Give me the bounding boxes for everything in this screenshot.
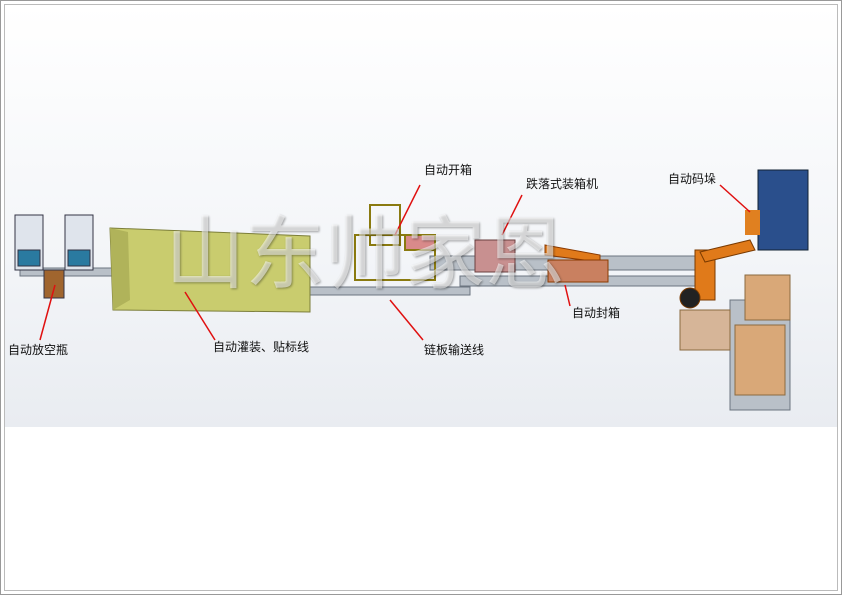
case-packer [474,239,516,273]
label-case-sealer: 自动封箱 [572,306,621,320]
label-palletizer: 自动码垛 [668,172,717,186]
watermark: 山东帅家恩 [165,208,565,301]
label-chain-conveyor: 链板输送线 [424,343,485,357]
label-filling-labeling: 自动灌装、贴标线 [213,340,310,354]
finished-cartons [679,274,791,396]
label-case-erector: 自动开箱 [424,163,473,177]
label-drop-case-packer: 跌落式装箱机 [526,177,599,191]
filling-machine-box [109,227,311,313]
label-empty-bottle: 自动放空瓶 [8,343,69,357]
case-sealer [544,244,609,283]
bottle-unscrambler [14,214,94,299]
palletizing-robot [679,239,756,309]
diagram-canvas [5,5,837,427]
callout-arrows [39,184,751,341]
pallet-stack [745,169,809,251]
